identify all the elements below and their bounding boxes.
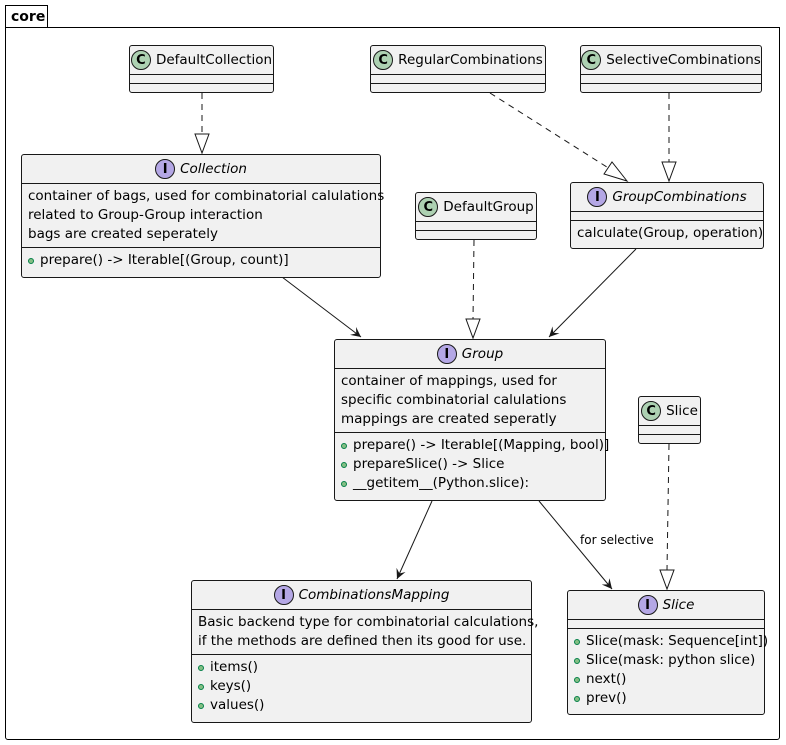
class-glyph-icon: C bbox=[418, 197, 439, 217]
interface-glyph-icon: I bbox=[155, 159, 176, 179]
method-item: Slice(mask: python slice) bbox=[574, 651, 758, 670]
edge-group-combinationsmapping bbox=[396, 500, 433, 580]
note-line: related to Group-Group interaction bbox=[28, 207, 263, 223]
class-name: DefaultCollection bbox=[155, 52, 273, 68]
method-item: next() bbox=[574, 670, 758, 689]
class-name: Slice bbox=[666, 403, 698, 419]
note-line: mappings are created seperatly bbox=[341, 411, 557, 427]
public-method-icon bbox=[574, 695, 580, 702]
public-method-icon bbox=[341, 442, 347, 449]
edge-groupcombinations-group bbox=[548, 248, 637, 338]
class-name: SelectiveCombinations bbox=[606, 52, 761, 68]
public-method-icon bbox=[574, 676, 580, 683]
public-method-icon bbox=[341, 480, 347, 487]
class-glyph-icon: C bbox=[641, 401, 662, 421]
note-line: specific combinatorial calulations bbox=[341, 392, 567, 408]
method-item: values() bbox=[198, 696, 525, 715]
edge-sliceclass-sliceiface bbox=[659, 443, 675, 591]
package-name: core bbox=[11, 9, 46, 25]
public-method-icon bbox=[341, 461, 347, 468]
note-line: container of bags, used for combinatoria… bbox=[28, 188, 385, 204]
method-item: prepare() -> Iterable[(Group, count)] bbox=[28, 251, 374, 270]
public-method-icon bbox=[574, 638, 580, 645]
edge-defaultcollection-collection bbox=[194, 93, 210, 155]
edge-regularcombinations-groupcombinations bbox=[489, 92, 629, 182]
class-name: RegularCombinations bbox=[398, 52, 543, 68]
note-line: Basic backend type for combinatorial cal… bbox=[198, 614, 539, 630]
public-method-icon bbox=[574, 657, 580, 664]
interface-name: Collection bbox=[180, 161, 247, 177]
public-method-icon bbox=[198, 702, 204, 709]
method-item: prepare() -> Iterable[(Mapping, bool)] bbox=[341, 436, 609, 455]
class-name: DefaultGroup bbox=[443, 199, 534, 215]
public-method-icon bbox=[198, 683, 204, 690]
edge-collection-group bbox=[281, 276, 362, 338]
interface-name: CombinationsMapping bbox=[298, 587, 450, 603]
package-tab: core bbox=[5, 5, 48, 28]
class-glyph-icon: C bbox=[130, 50, 151, 70]
interface-name: Group bbox=[461, 346, 504, 362]
edge-label-for-selective: for selective bbox=[580, 533, 654, 547]
method-item: __getitem__(Python.slice): bbox=[341, 474, 599, 493]
note-line: if the methods are defined then its good… bbox=[198, 633, 527, 649]
note-line: bags are created seperately bbox=[28, 226, 218, 242]
method-item: prepareSlice() -> Slice bbox=[341, 455, 599, 474]
interface-glyph-icon: I bbox=[637, 595, 658, 615]
interface-name: Slice bbox=[662, 597, 695, 613]
note-line: container of mappings, used for bbox=[341, 373, 557, 389]
method-item: Slice(mask: Sequence[int]) bbox=[574, 632, 768, 651]
method-item: items() bbox=[198, 658, 525, 677]
class-glyph-icon: C bbox=[581, 50, 602, 70]
edge-group-sliceiface bbox=[538, 500, 613, 590]
interface-glyph-icon: I bbox=[273, 585, 294, 605]
edge-defaultgroup-group bbox=[465, 239, 481, 340]
interface-name: GroupCombinations bbox=[612, 189, 747, 205]
interface-glyph-icon: I bbox=[436, 344, 457, 364]
interface-glyph-icon: I bbox=[587, 187, 608, 207]
method-item: calculate(Group, operation) bbox=[577, 225, 764, 241]
method-item: prev() bbox=[574, 689, 758, 708]
class-glyph-icon: C bbox=[373, 50, 394, 70]
edge-selectivecombinations-groupcombinations bbox=[661, 93, 677, 183]
method-item: keys() bbox=[198, 677, 525, 696]
public-method-icon bbox=[28, 257, 34, 264]
public-method-icon bbox=[198, 664, 204, 671]
